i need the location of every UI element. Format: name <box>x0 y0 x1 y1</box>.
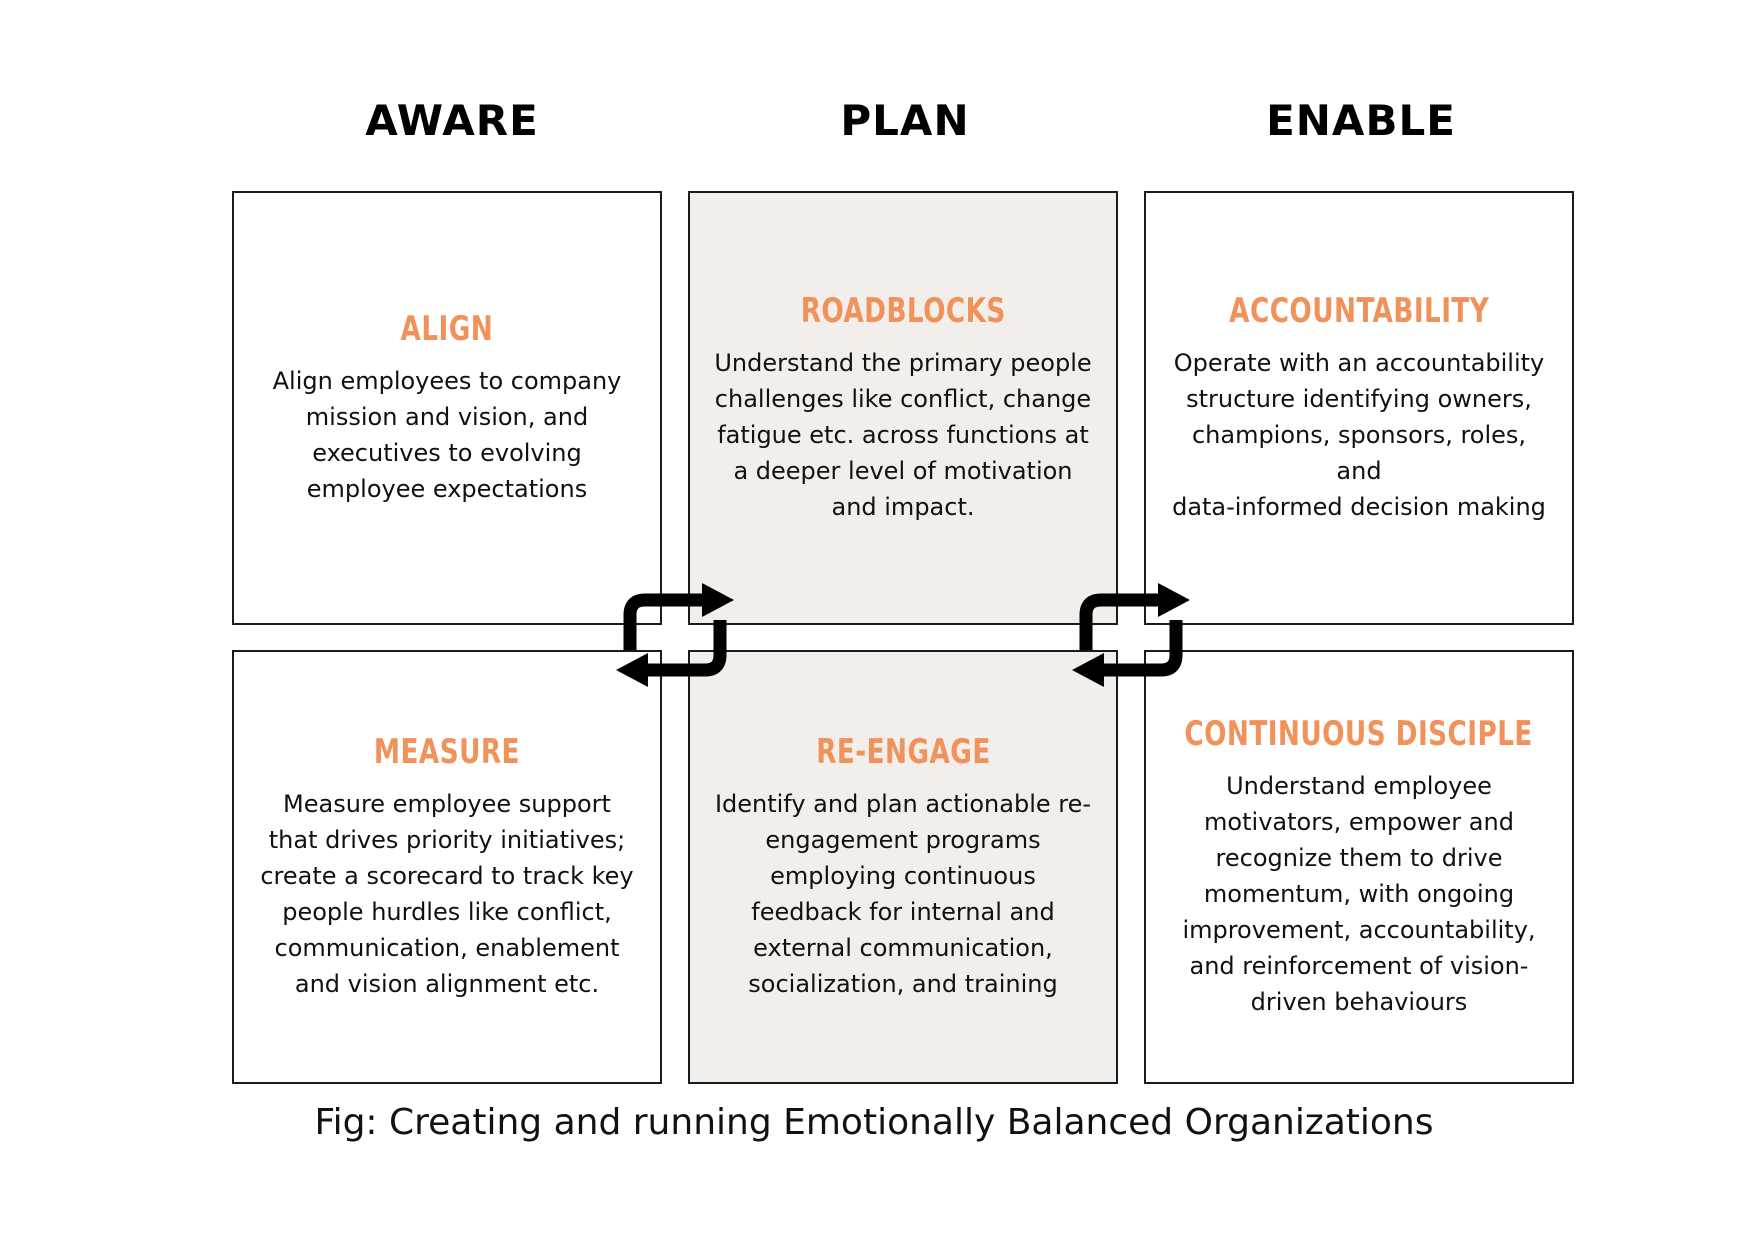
box-title-accountability: ACCOUNTABILITY <box>1228 291 1490 331</box>
box-continuous-disciple: CONTINUOUS DISCIPLE Understand employee … <box>1144 650 1574 1084</box>
box-reengage: RE-ENGAGE Identify and plan actionable r… <box>688 650 1118 1084</box>
cycle-arrows-icon <box>1072 583 1190 687</box>
box-body-roadblocks: Understand the primary people challenges… <box>714 349 1092 521</box>
box-accountability: ACCOUNTABILITY Operate with an accountab… <box>1144 191 1574 625</box>
box-body-measure: Measure employee support that drives pri… <box>260 790 634 998</box>
box-roadblocks: ROADBLOCKS Understand the primary people… <box>688 191 1118 625</box>
column-heading-plan: PLAN <box>840 96 970 145</box>
box-body-reengage: Identify and plan actionable re- engagem… <box>714 790 1092 998</box>
box-title-measure: MEASURE <box>373 732 521 772</box>
box-body-accountability: Operate with an accountability structure… <box>1172 349 1546 521</box>
box-measure: MEASURE Measure employee support that dr… <box>232 650 662 1084</box>
box-align: ALIGN Align employees to company mission… <box>232 191 662 625</box>
column-heading-aware: AWARE <box>365 96 539 145</box>
box-title-roadblocks: ROADBLOCKS <box>800 291 1006 331</box>
box-title-align: ALIGN <box>400 309 494 349</box>
cycle-arrows-icon <box>616 583 734 687</box>
box-title-continuous-disciple: CONTINUOUS DISCIPLE <box>1184 714 1534 754</box>
box-body-align: Align employees to company mission and v… <box>272 367 622 503</box>
column-heading-enable: ENABLE <box>1266 96 1456 145</box>
figure-caption: Fig: Creating and running Emotionally Ba… <box>314 1102 1434 1143</box>
box-body-continuous-disciple: Understand employee motivators, empower … <box>1182 772 1536 1016</box>
box-title-reengage: RE-ENGAGE <box>815 732 991 772</box>
